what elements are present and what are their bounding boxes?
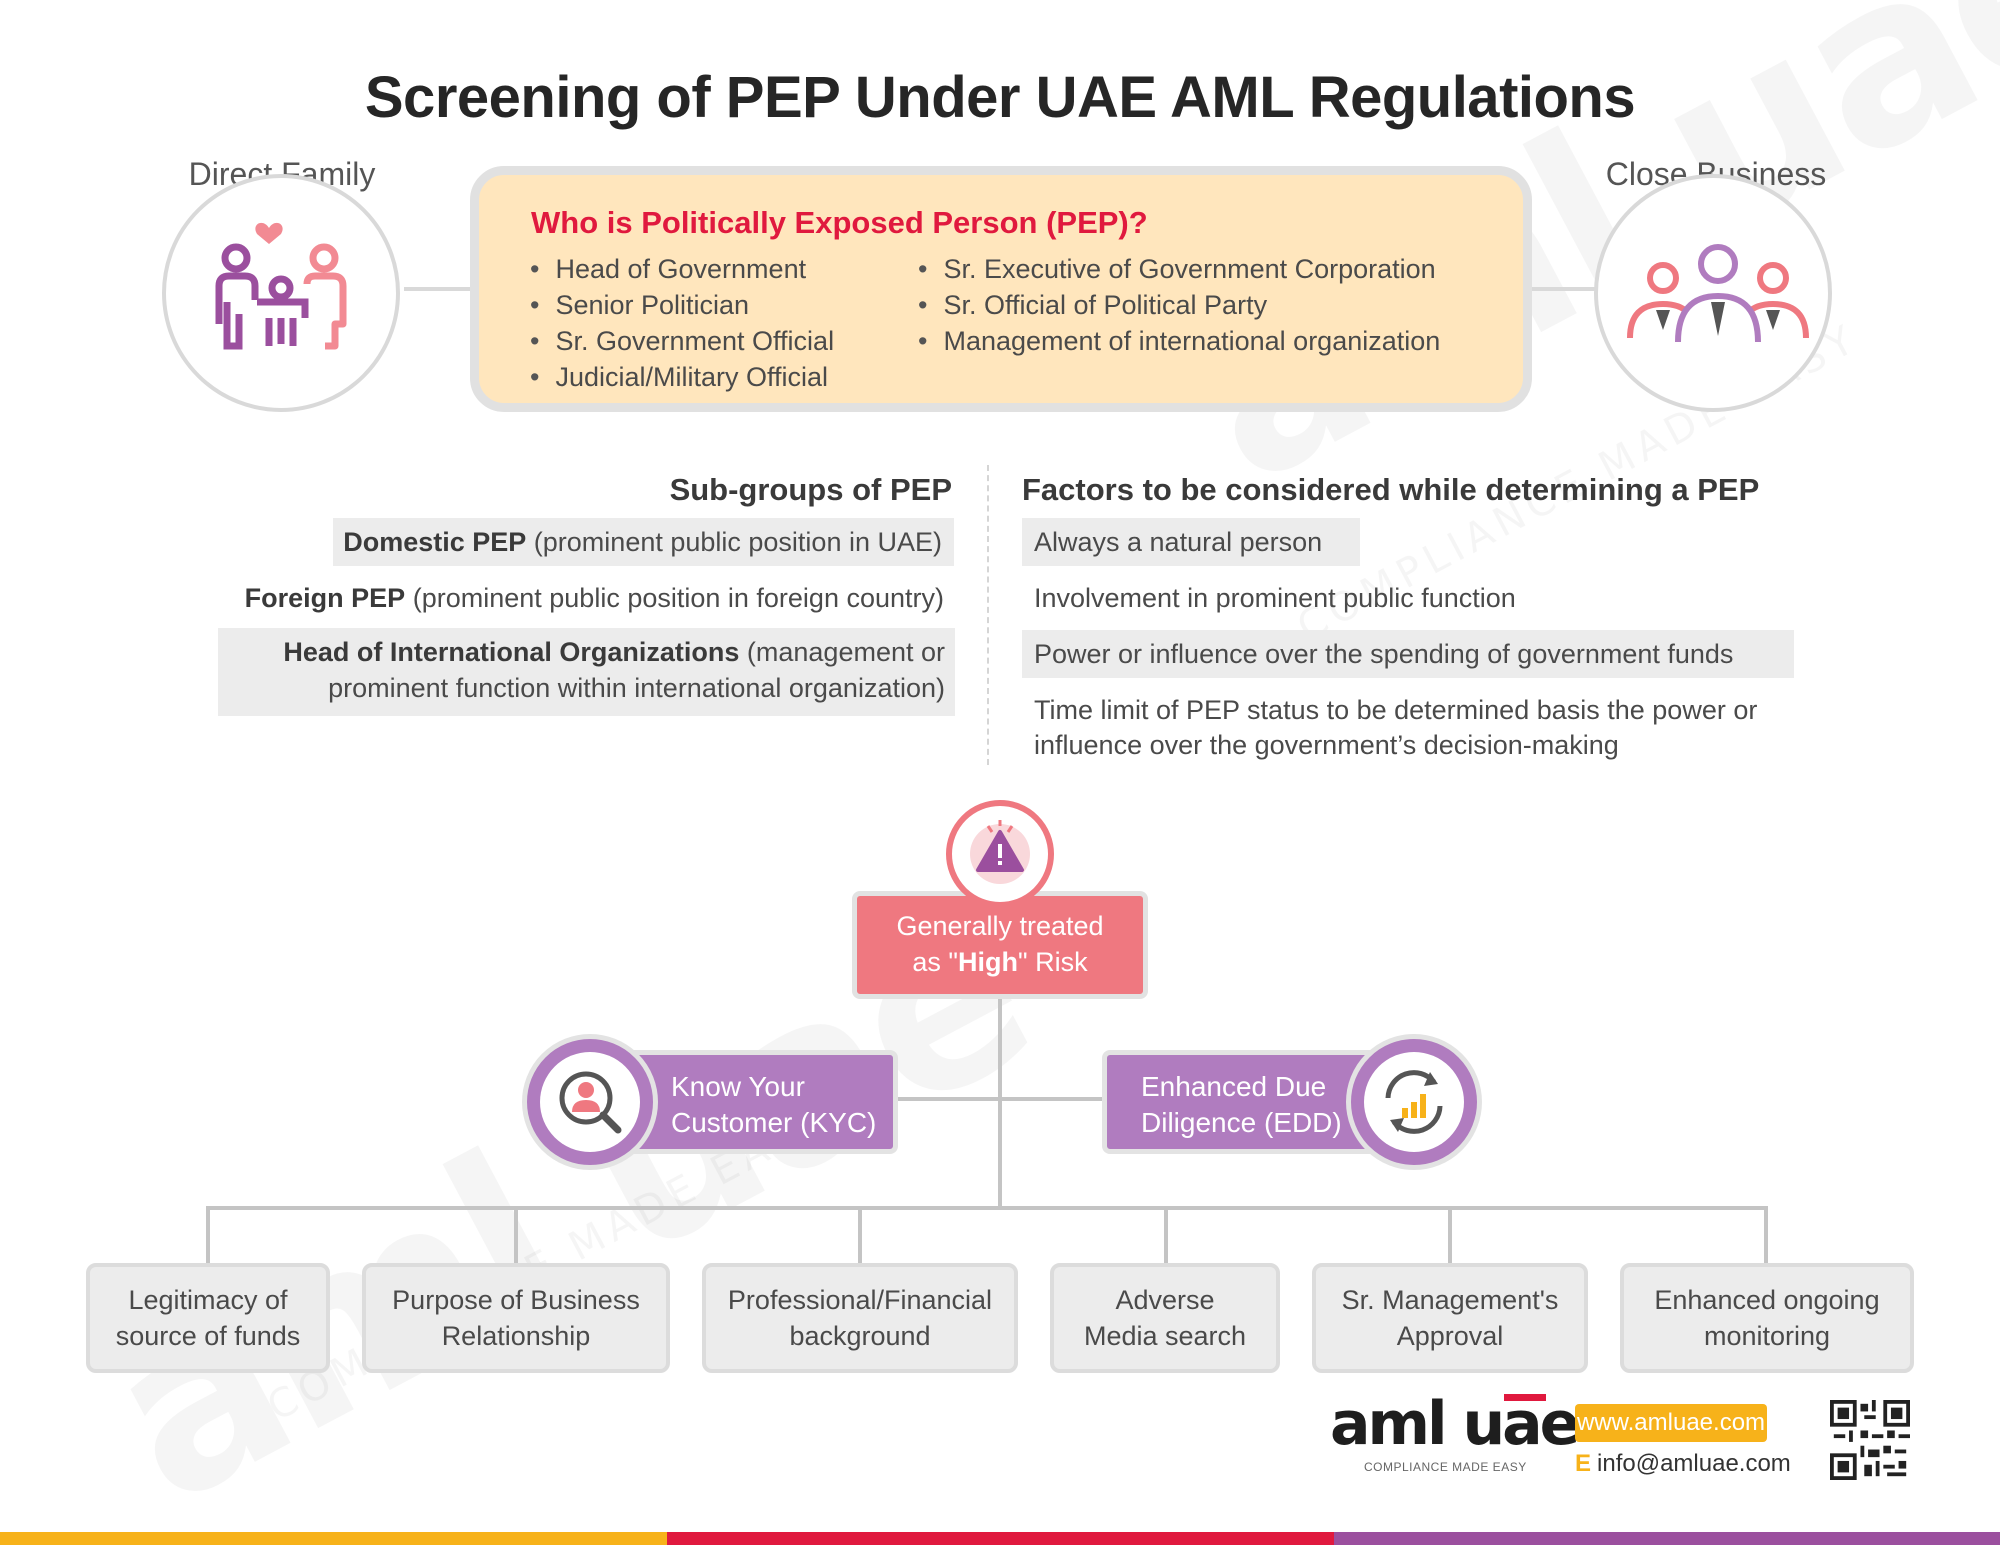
- measure-line2: Approval: [1396, 1321, 1504, 1351]
- pep-heading: Who is Politically Exposed Person (PEP)?: [531, 205, 1148, 240]
- subgroup-international-line1: Head of International Organizations (man…: [228, 634, 945, 670]
- connector-drop: [1164, 1206, 1168, 1266]
- connector-left: [404, 287, 474, 291]
- edd-line2: Diligence (EDD): [1141, 1107, 1342, 1138]
- subgroup-domestic-name: Domestic PEP: [343, 527, 527, 557]
- measure-line2: source of funds: [115, 1321, 301, 1351]
- pep-list-right: Sr. Executive of Government Corporation …: [914, 251, 1440, 359]
- direct-family-circle: [162, 174, 400, 412]
- measure-box: Professional/Financial background: [702, 1263, 1018, 1373]
- measure-line1: Adverse: [1115, 1285, 1215, 1315]
- measure-line2: Relationship: [441, 1321, 591, 1351]
- list-item: Judicial/Military Official: [526, 359, 834, 395]
- connector-risk-down: [998, 998, 1002, 1208]
- footer-band-yellow: [0, 1532, 667, 1545]
- list-item: Senior Politician: [526, 287, 834, 323]
- measure-box: Legitimacy of source of funds: [86, 1263, 330, 1373]
- subgroup-foreign: Foreign PEP (prominent public position i…: [245, 580, 944, 616]
- brand-logo: aml uae: [1330, 1389, 1580, 1459]
- measure-line1: Professional/Financial: [727, 1285, 993, 1315]
- list-item: Sr. Official of Political Party: [914, 287, 1440, 323]
- subgroup-domestic-desc: (prominent public position in UAE): [533, 527, 942, 557]
- connector-drop: [1448, 1206, 1452, 1266]
- pep-definition-box: Who is Politically Exposed Person (PEP)?…: [470, 166, 1532, 412]
- subgroup-international-name: Head of International Organizations: [283, 637, 740, 667]
- warning-icon: [970, 820, 1030, 884]
- connector-drop: [514, 1206, 518, 1266]
- section-divider: [987, 465, 989, 765]
- subgroup-international-desc2: prominent function within international …: [328, 673, 945, 703]
- measure-line2: background: [789, 1321, 931, 1351]
- list-item: Management of international organization: [914, 323, 1440, 359]
- subgroup-foreign-desc: (prominent public position in foreign co…: [412, 583, 944, 613]
- subgroups-title: Sub-groups of PEP: [669, 472, 952, 507]
- refresh-chart-icon: [1385, 1070, 1443, 1134]
- brand-tagline: COMPLIANCE MADE EASY: [1364, 1460, 1527, 1474]
- connector-drop: [1764, 1206, 1768, 1266]
- measure-line1: Purpose of Business: [392, 1285, 640, 1315]
- email-prefix: E: [1575, 1450, 1592, 1477]
- factor-item: Always a natural person: [1022, 518, 1360, 566]
- warning-badge: [946, 800, 1054, 908]
- kyc-icon-circle: [522, 1034, 658, 1170]
- subgroup-domestic: Domestic PEP (prominent public position …: [333, 518, 954, 566]
- email-address: info@amluae.com: [1597, 1450, 1791, 1477]
- list-item: Sr. Government Official: [526, 323, 834, 359]
- measure-line2: monitoring: [1703, 1321, 1831, 1351]
- customer-search-icon: [559, 1071, 622, 1134]
- edd-line1: Enhanced Due: [1141, 1071, 1327, 1102]
- measure-box: Enhanced ongoing monitoring: [1620, 1263, 1914, 1373]
- list-item: Sr. Executive of Government Corporation: [914, 251, 1440, 287]
- footer-band-purple: [1334, 1532, 2000, 1545]
- brand-logo-accent: [1504, 1394, 1546, 1401]
- page-title: Screening of PEP Under UAE AML Regulatio…: [364, 65, 1636, 130]
- pep-list-left: Head of Government Senior Politician Sr.…: [526, 251, 834, 395]
- high-risk-box: Generally treated as "High" Risk: [852, 891, 1148, 999]
- connector-drop: [858, 1206, 862, 1266]
- kyc-line2: Customer (KYC): [671, 1107, 877, 1138]
- factor-item-line2: influence over the government’s decision…: [1034, 730, 1619, 760]
- high-risk-emphasis: High: [958, 947, 1018, 977]
- factors-title: Factors to be considered while determini…: [1022, 472, 1760, 507]
- family-icon: [215, 222, 347, 350]
- high-risk-line1: Generally treated: [896, 911, 1104, 941]
- measure-line1: Legitimacy of: [128, 1285, 288, 1315]
- edd-icon-circle: [1346, 1034, 1482, 1170]
- measure-line1: Enhanced ongoing: [1654, 1285, 1880, 1315]
- high-risk-line2: as "High" Risk: [912, 947, 1088, 977]
- footer-band-red: [667, 1532, 1334, 1545]
- connector-measures-bar: [206, 1206, 1768, 1210]
- qr-code-icon[interactable]: [1830, 1400, 1910, 1480]
- connector-kyc-edd: [896, 1097, 1106, 1101]
- subgroup-international: Head of International Organizations (man…: [218, 628, 955, 716]
- measure-line1: Sr. Management's: [1341, 1285, 1559, 1315]
- connector-drop: [206, 1206, 210, 1266]
- factor-item: Power or influence over the spending of …: [1022, 630, 1794, 678]
- business-associates-icon: [1627, 244, 1809, 343]
- factor-item-line1: Time limit of PEP status to be determine…: [1034, 695, 1758, 725]
- kyc-line1: Know Your: [671, 1071, 805, 1102]
- measure-line2: Media search: [1083, 1321, 1247, 1351]
- list-item: Head of Government: [526, 251, 834, 287]
- subgroup-international-desc1: (management or: [746, 637, 945, 667]
- factor-item: Involvement in prominent public function: [1034, 583, 1516, 613]
- subgroup-foreign-name: Foreign PEP: [244, 583, 406, 613]
- close-business-circle: [1594, 174, 1832, 412]
- connector-right: [1528, 287, 1598, 291]
- website-link[interactable]: www.amluae.com: [1575, 1404, 1767, 1442]
